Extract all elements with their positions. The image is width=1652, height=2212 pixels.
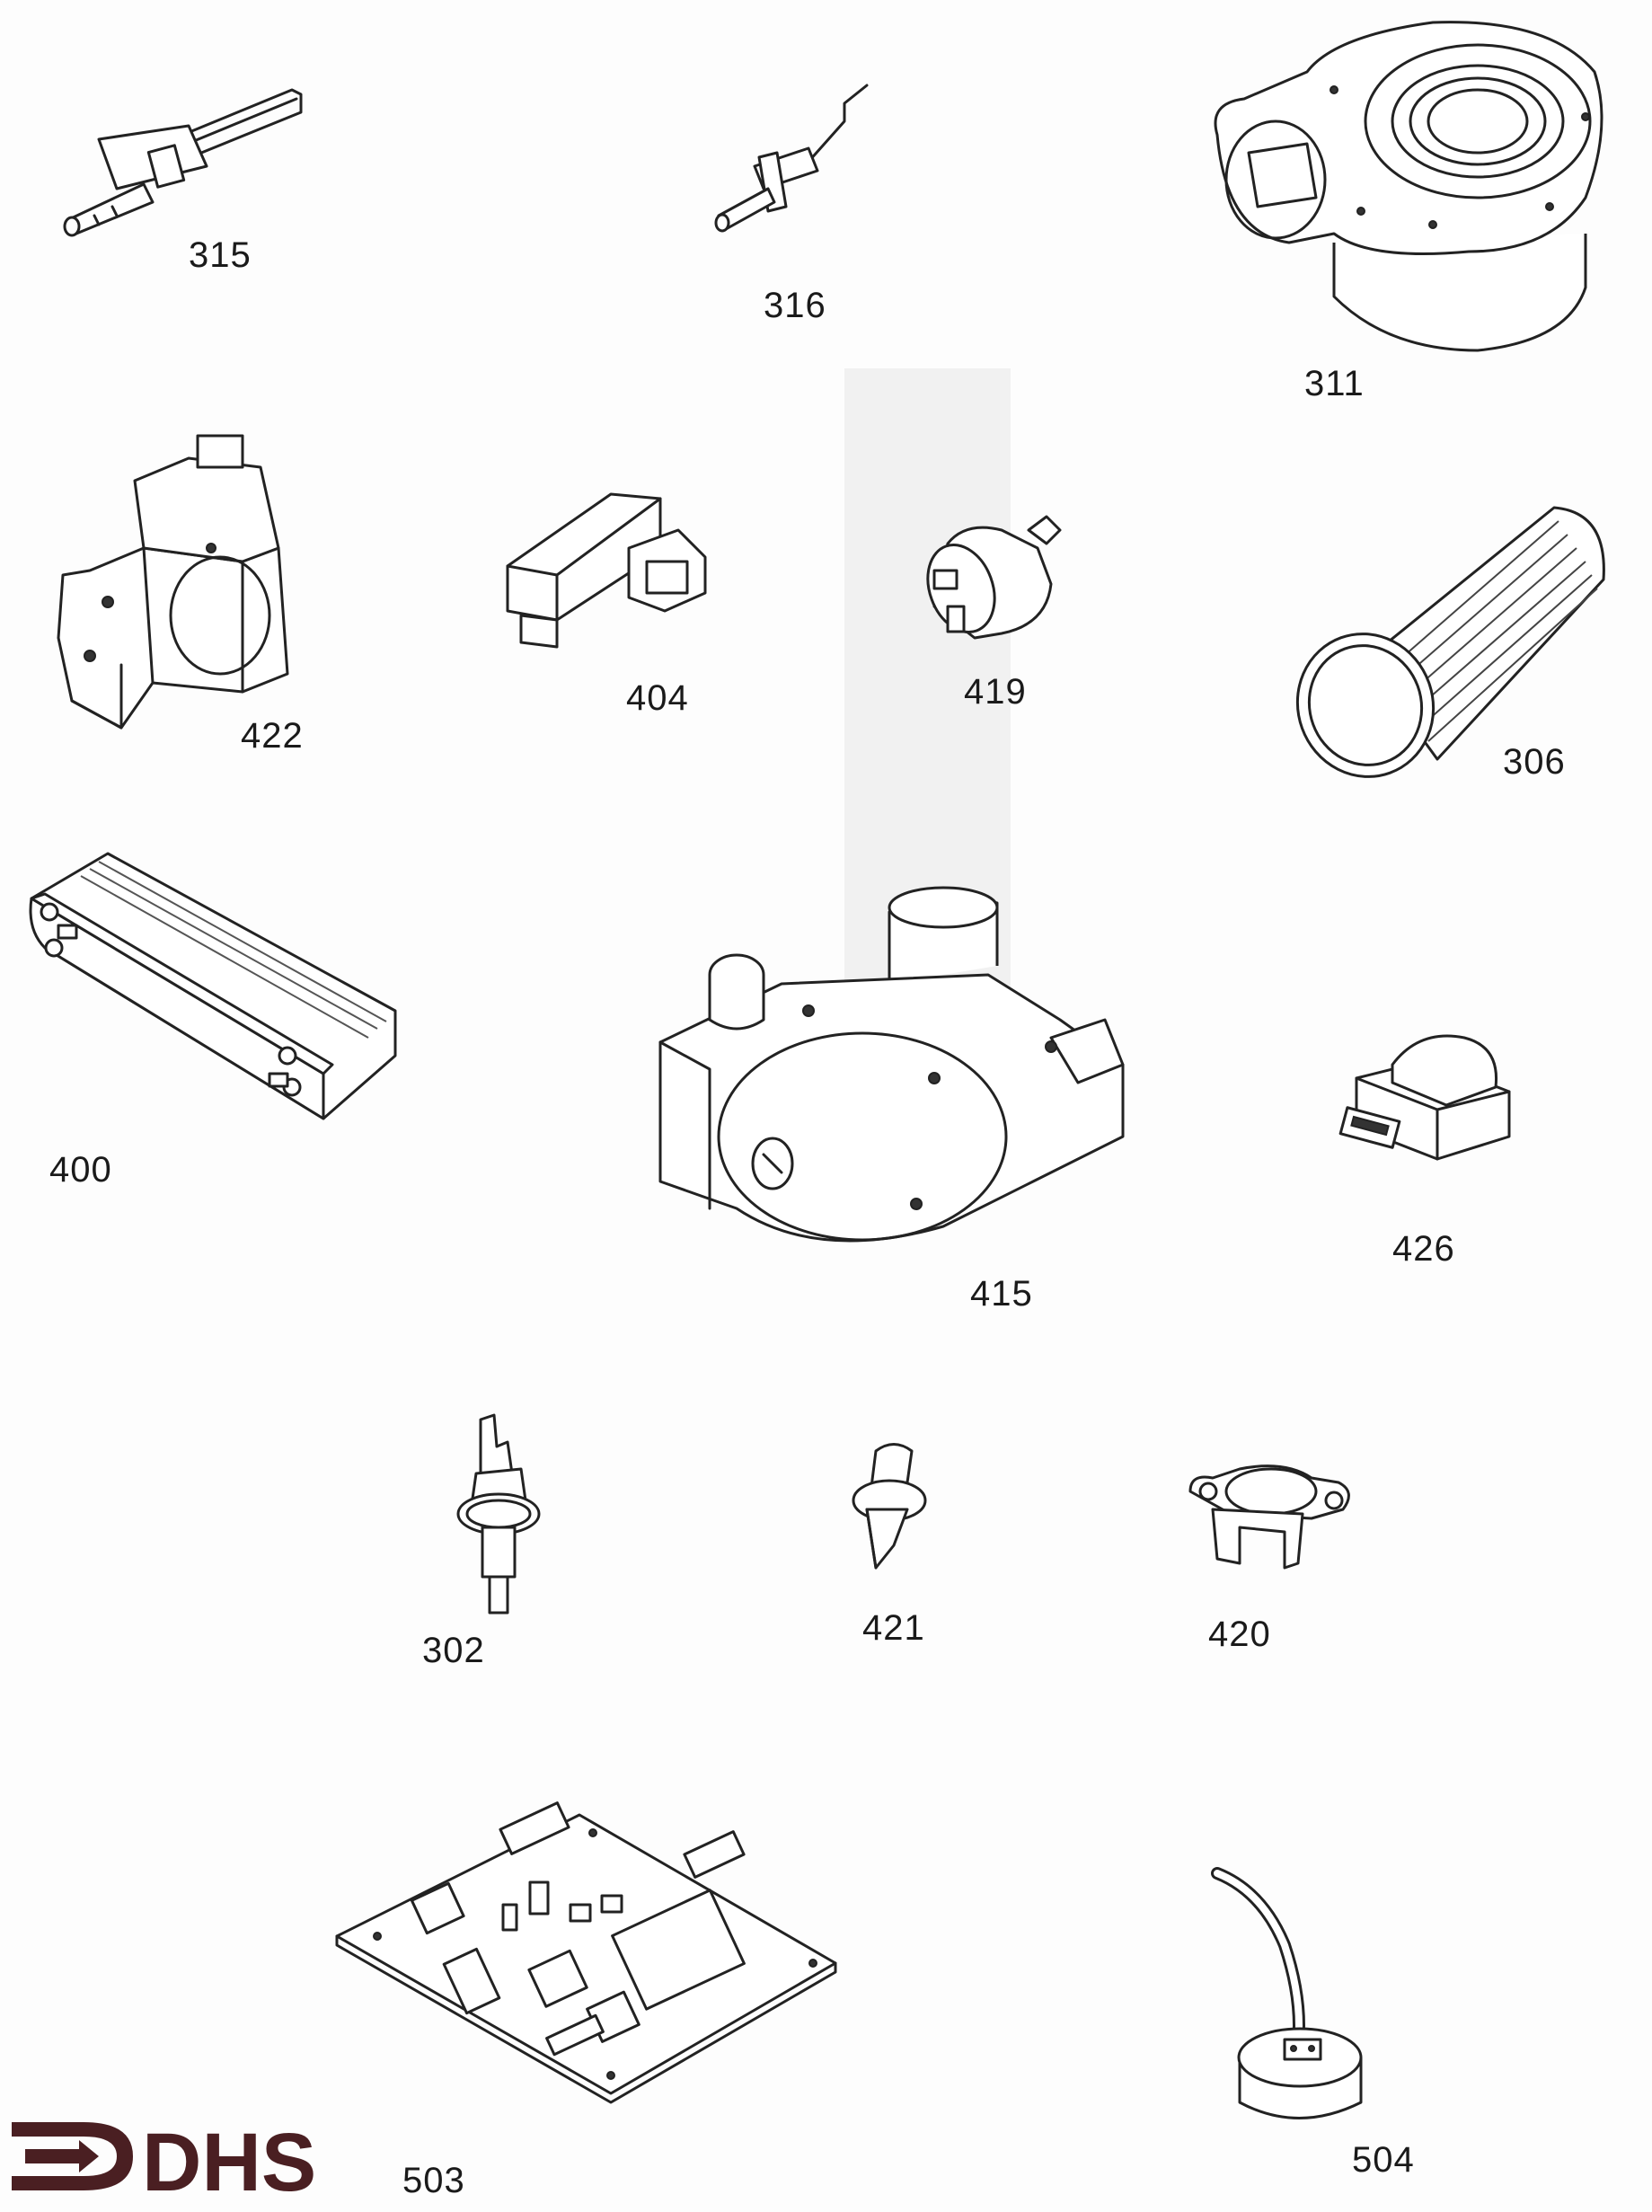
arrow-bracket-icon: DHS: [12, 2117, 316, 2208]
part-422-label: 422: [241, 716, 304, 756]
part-503-label: 503: [402, 2161, 465, 2200]
part-419-drawing: [912, 508, 1065, 656]
part-302-label: 302: [422, 1631, 485, 1670]
part-426-drawing: [1338, 1024, 1518, 1186]
part-311-label: 311: [1304, 364, 1365, 403]
part-316-drawing: [710, 81, 889, 247]
part-306-drawing: [1285, 499, 1608, 782]
part-504-drawing: [1208, 1864, 1379, 2138]
part-315-label: 315: [189, 235, 252, 275]
part-404-drawing: [503, 485, 719, 660]
part-415-drawing: [656, 885, 1132, 1276]
part-316-label: 316: [764, 286, 826, 325]
part-421-label: 421: [862, 1608, 925, 1648]
part-420-label: 420: [1208, 1615, 1271, 1654]
part-422-drawing: [54, 413, 305, 741]
part-315-drawing: [54, 76, 314, 243]
part-420-drawing: [1186, 1460, 1356, 1581]
part-503-drawing: [332, 1797, 844, 2107]
part-426-label: 426: [1392, 1229, 1455, 1269]
part-306-label: 306: [1503, 742, 1566, 782]
part-404-label: 404: [626, 678, 689, 718]
part-400-drawing: [27, 849, 404, 1168]
part-504-label: 504: [1352, 2140, 1415, 2180]
part-421-drawing: [840, 1433, 930, 1581]
part-311-drawing: [1208, 18, 1621, 364]
part-302-drawing: [454, 1411, 552, 1622]
part-415-label: 415: [970, 1274, 1033, 1314]
dhs-logo: DHS: [7, 2111, 349, 2208]
part-419-label: 419: [964, 672, 1027, 712]
part-400-label: 400: [49, 1150, 112, 1190]
logo-text: DHS: [142, 2117, 316, 2201]
